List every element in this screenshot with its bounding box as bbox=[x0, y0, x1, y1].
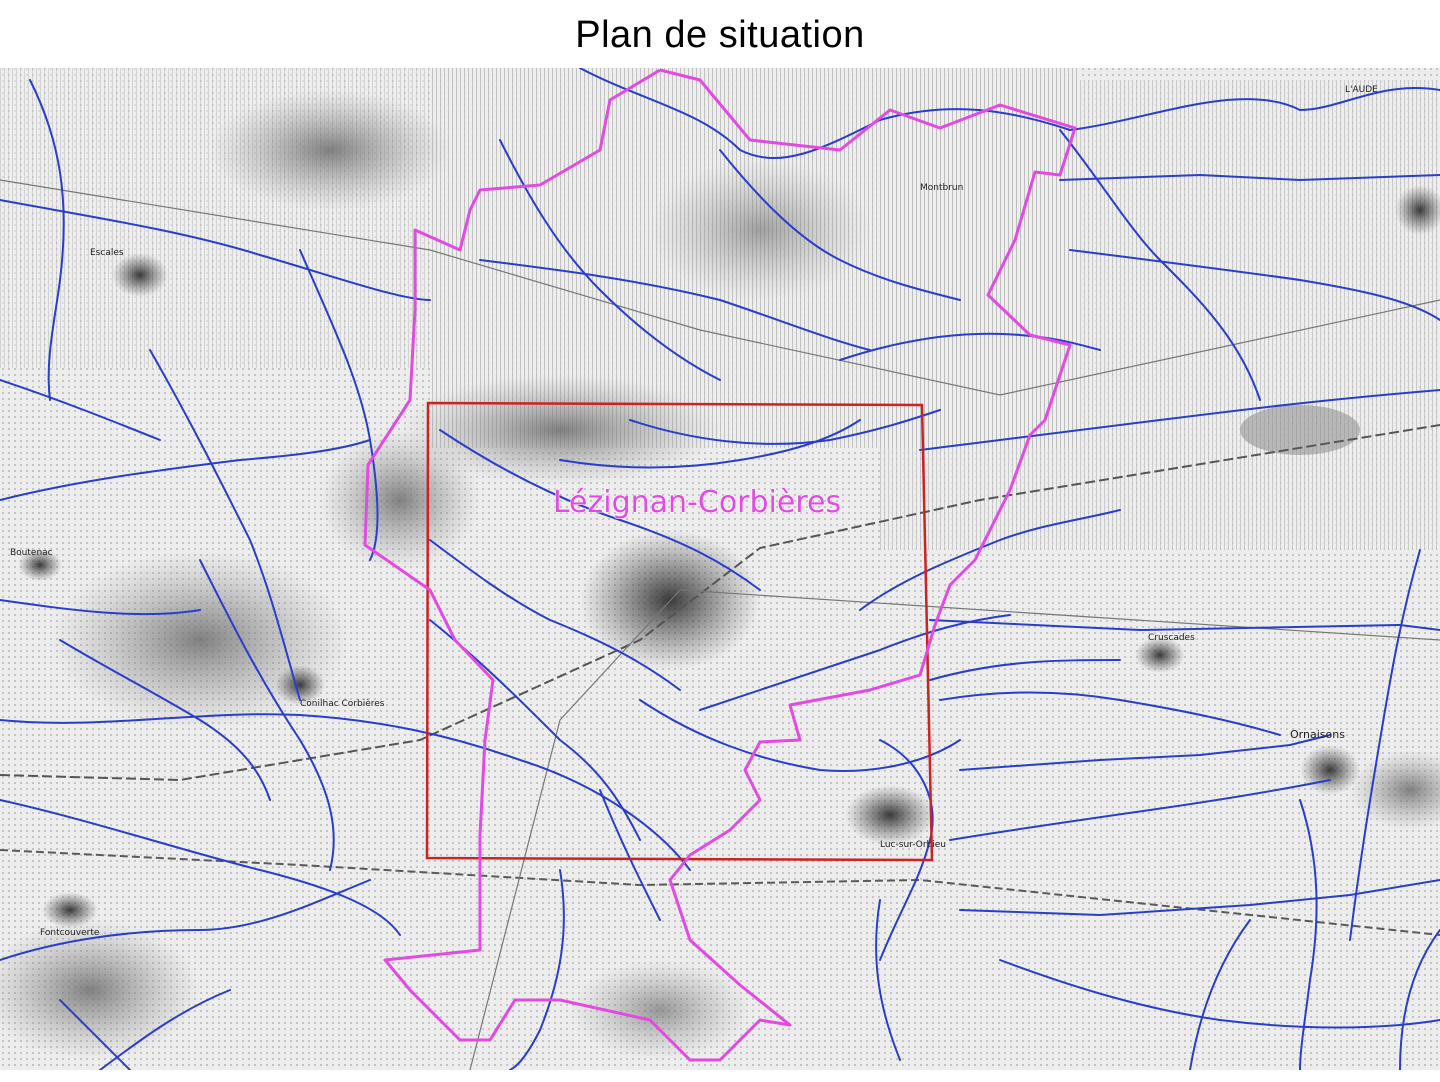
railway-line bbox=[0, 849, 1440, 936]
railway-line bbox=[0, 424, 1440, 782]
stream bbox=[299, 249, 379, 561]
stream bbox=[875, 899, 901, 1061]
stream bbox=[939, 691, 1281, 736]
urban-area bbox=[1135, 637, 1185, 673]
stream bbox=[59, 999, 131, 1070]
road bbox=[0, 179, 1440, 396]
stream bbox=[199, 559, 335, 871]
vineyard-parcels-east bbox=[880, 80, 1440, 550]
study-area-outline bbox=[425, 401, 934, 862]
urban-area bbox=[275, 665, 325, 705]
relief-hill bbox=[650, 160, 870, 300]
stream bbox=[0, 199, 431, 301]
stream-orbieu bbox=[879, 739, 934, 961]
stream bbox=[99, 989, 231, 1070]
urban-area bbox=[845, 785, 935, 845]
commune-boundary bbox=[363, 68, 1077, 1062]
stream bbox=[959, 734, 1331, 771]
map-canvas: L'AUDE Conilhac Corbières Escales Bouten… bbox=[0, 68, 1440, 1070]
urban-area bbox=[18, 549, 62, 581]
stream bbox=[999, 959, 1440, 1029]
stream bbox=[59, 639, 271, 801]
label-fontcouverte: Fontcouverte bbox=[40, 928, 100, 938]
stream bbox=[1189, 919, 1251, 1070]
label-escales: Escales bbox=[90, 248, 124, 258]
urban-area bbox=[42, 892, 98, 928]
label-luc: Luc-sur-Orbieu bbox=[880, 840, 946, 850]
label-ornaisons: Ornaisons bbox=[1290, 728, 1345, 741]
relief-hill bbox=[320, 430, 480, 570]
stream bbox=[1059, 174, 1440, 181]
urban-area bbox=[1395, 185, 1440, 235]
label-cruscades: Cruscades bbox=[1148, 633, 1195, 643]
stream bbox=[29, 79, 65, 401]
stream bbox=[429, 619, 641, 841]
stream bbox=[0, 713, 691, 871]
stream bbox=[499, 139, 721, 381]
stream bbox=[929, 659, 1121, 681]
stream bbox=[949, 779, 1331, 841]
relief-hill bbox=[570, 960, 750, 1060]
stream bbox=[1399, 929, 1440, 1070]
label-river-aude: L'AUDE bbox=[1345, 85, 1378, 95]
stream bbox=[1349, 549, 1421, 941]
stream bbox=[479, 259, 871, 351]
relief-hill bbox=[1240, 405, 1360, 455]
relief-hill bbox=[210, 90, 450, 210]
stream bbox=[1059, 129, 1261, 401]
label-conilhac: Conilhac Corbières bbox=[300, 698, 385, 709]
stream bbox=[959, 879, 1440, 916]
map-view[interactable]: L'AUDE Conilhac Corbières Escales Bouten… bbox=[0, 68, 1440, 1070]
label-boutenac: Boutenac bbox=[10, 548, 53, 558]
stream bbox=[839, 332, 1101, 361]
stream bbox=[719, 149, 961, 301]
map-title: Plan de situation bbox=[575, 14, 865, 56]
river-aude bbox=[579, 68, 1440, 159]
stream bbox=[859, 509, 1121, 611]
stream bbox=[0, 879, 371, 961]
stream bbox=[439, 429, 761, 591]
stream bbox=[0, 799, 401, 936]
stream bbox=[929, 619, 1440, 631]
basemap-layer bbox=[0, 68, 1440, 1070]
stream bbox=[509, 869, 565, 1070]
relief-hill bbox=[1350, 750, 1440, 830]
stream bbox=[639, 699, 961, 772]
stream bbox=[1299, 799, 1318, 1070]
road bbox=[679, 589, 1440, 641]
commune-label: Lézignan-Corbières bbox=[553, 485, 841, 520]
stream bbox=[0, 439, 371, 501]
label-montbrun: Montbrun bbox=[920, 183, 963, 193]
stream bbox=[1069, 249, 1440, 321]
urban-area bbox=[112, 253, 168, 297]
stream bbox=[429, 539, 681, 691]
relief-hill bbox=[0, 920, 200, 1060]
hydrography-layer bbox=[0, 68, 1440, 1070]
stream bbox=[0, 599, 201, 616]
stream bbox=[149, 349, 301, 701]
stream bbox=[559, 419, 861, 469]
basemap-labels: L'AUDE Conilhac Corbières Escales Bouten… bbox=[10, 85, 1378, 938]
stream bbox=[919, 389, 1440, 451]
stream bbox=[0, 379, 161, 441]
urban-area bbox=[1300, 745, 1360, 795]
road bbox=[469, 589, 681, 1070]
